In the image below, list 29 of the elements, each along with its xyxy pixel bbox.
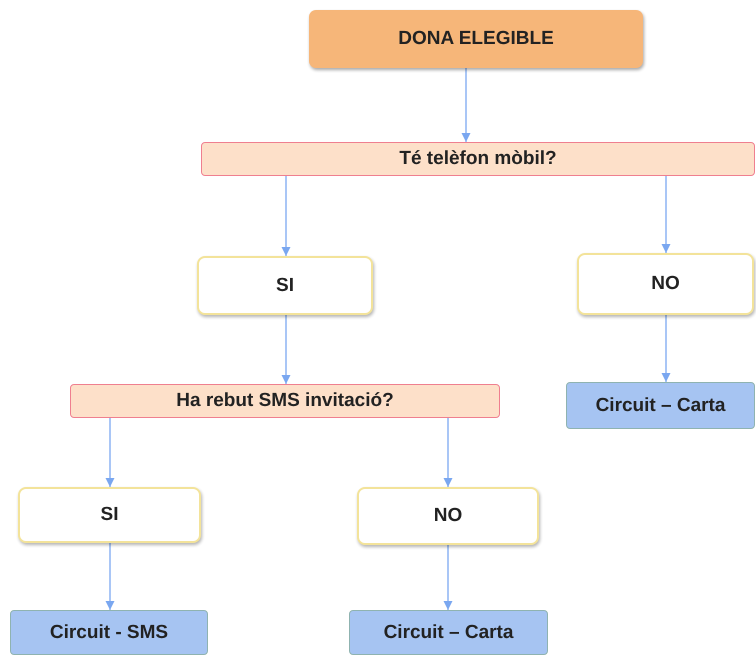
answer-box (357, 487, 539, 545)
node-label: SI (276, 274, 294, 296)
arrow (662, 315, 670, 382)
arrow (106, 418, 114, 487)
outcome-box (349, 610, 548, 655)
node-label: DONA ELEGIBLE (398, 28, 554, 50)
node-label: NO (651, 273, 680, 295)
arrow (662, 176, 670, 253)
node-label: Circuit - SMS (50, 622, 168, 644)
arrow (282, 176, 290, 256)
arrow (444, 545, 452, 610)
answer-box (197, 256, 373, 315)
node-label: SI (100, 504, 118, 526)
question-box (201, 142, 755, 176)
arrow (106, 543, 114, 610)
answer-box (18, 487, 201, 543)
answer-box (577, 253, 754, 315)
node-label: Ha rebut SMS invitació? (176, 390, 394, 412)
arrow (444, 418, 452, 487)
arrow (282, 315, 290, 384)
outcome-box (10, 610, 208, 655)
node-label: Circuit – Carta (384, 622, 514, 644)
node-label: NO (434, 505, 462, 527)
start-box (309, 10, 643, 68)
node-label: Circuit – Carta (596, 394, 726, 416)
arrow (462, 68, 470, 142)
node-label: Té telèfon mòbil? (399, 148, 557, 170)
outcome-box (566, 382, 755, 429)
question-box (70, 384, 500, 418)
